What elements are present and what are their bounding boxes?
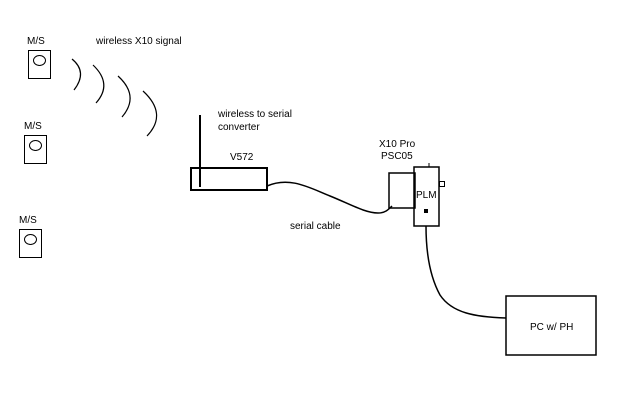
plm-pc-cable-line	[425, 225, 507, 319]
pc-label: PC w/ PH	[530, 322, 573, 333]
motion-sensor-1-body	[28, 50, 51, 79]
x10-device-label-line1: X10 Pro	[379, 139, 416, 150]
serial-cable-label: serial cable	[290, 221, 341, 232]
wireless-signal-label: wireless X10 signal	[95, 36, 182, 47]
wireless-serial-converter: wireless to serial converter V572	[190, 109, 292, 191]
plm-side-connector	[439, 181, 445, 187]
motion-sensor-2-body	[24, 135, 47, 164]
plm-port	[424, 209, 428, 213]
motion-sensor-2-lens	[29, 140, 42, 151]
motion-sensor-1-label: M/S	[27, 36, 45, 47]
converter-label-line1: wireless to serial	[217, 109, 292, 120]
x10-plug-housing	[388, 172, 416, 209]
motion-sensor-1-lens	[33, 55, 46, 66]
motion-sensor-3-lens	[24, 234, 37, 245]
plm-module-label: PLM	[416, 190, 437, 201]
motion-sensor-2-label: M/S	[24, 121, 42, 132]
signal-wave-2	[92, 64, 105, 104]
x10-psc05-device: X10 Pro PSC05 PLM	[379, 139, 445, 227]
motion-sensor-3-label: M/S	[19, 215, 37, 226]
x10-device-label-line2: PSC05	[381, 151, 413, 162]
signal-wave-4	[142, 90, 158, 137]
motion-sensor-3: M/S	[19, 215, 42, 258]
pc-box	[505, 295, 597, 356]
signal-wave-1	[71, 58, 82, 91]
converter-model-label: V572	[230, 152, 254, 163]
wireless-signal-waves	[71, 58, 158, 137]
motion-sensor-2: M/S	[24, 121, 47, 164]
pc-computer: PC w/ PH	[505, 295, 597, 356]
motion-sensor-3-body	[19, 229, 42, 258]
converter-label-line2: converter	[218, 122, 260, 133]
signal-wave-3	[117, 75, 131, 118]
motion-sensor-1: M/S	[27, 36, 51, 79]
converter-body	[190, 167, 268, 191]
serial-cable-line	[266, 181, 393, 214]
